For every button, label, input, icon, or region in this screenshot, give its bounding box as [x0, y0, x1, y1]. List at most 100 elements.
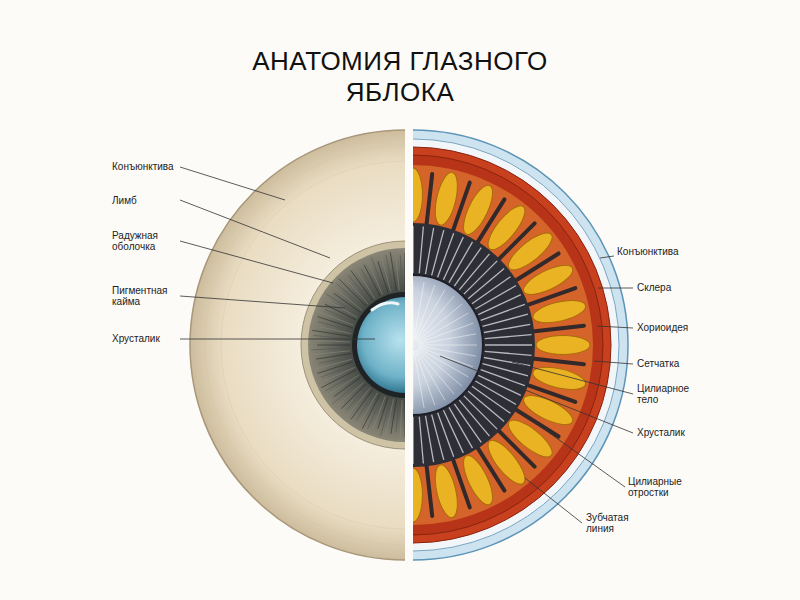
leader-line — [180, 339, 375, 340]
lens-fiber — [417, 296, 454, 340]
ciliary-process — [438, 233, 454, 277]
iris-texture — [396, 400, 399, 433]
ciliary-process — [475, 286, 516, 310]
ciliary-process — [443, 410, 463, 453]
part-label: Конъюнктива — [617, 246, 679, 257]
ciliary-fold — [530, 358, 584, 364]
leader-line — [506, 402, 625, 487]
lens — [413, 275, 483, 415]
ciliary-process — [484, 324, 530, 332]
ciliary-process — [426, 416, 434, 462]
ciliary-process — [426, 228, 434, 274]
ciliary-fold — [426, 462, 432, 516]
leader-line — [525, 478, 582, 523]
ora-serrata-lobe — [458, 452, 499, 509]
lens-fiber — [414, 351, 424, 408]
iris-texture — [400, 400, 402, 439]
ora-serrata-lobe — [531, 296, 588, 327]
retina-inner — [413, 165, 593, 525]
leader-line — [180, 200, 330, 258]
part-label: Склера — [637, 282, 671, 293]
iris-texture — [405, 400, 406, 437]
eye-section-view — [413, 130, 628, 560]
lens-fiber — [418, 349, 462, 386]
ciliary-process — [419, 226, 423, 273]
lens-fiber — [418, 348, 468, 377]
ciliary-process — [419, 417, 423, 464]
part-label: Хориоидея — [637, 322, 688, 333]
lens-fiber — [414, 282, 424, 339]
leader-line — [600, 256, 614, 258]
iris-texture — [368, 395, 383, 429]
iris-texture — [382, 258, 391, 292]
leader-line — [180, 241, 333, 283]
iris-texture — [361, 269, 378, 298]
ciliary-process — [432, 230, 444, 275]
highlight — [372, 303, 398, 310]
lens-fiber — [419, 346, 476, 356]
leader-line — [180, 296, 345, 308]
iris-texture — [391, 399, 396, 434]
ora-serrata-lobe — [458, 181, 499, 238]
leader-line — [598, 288, 633, 289]
iris-texture — [351, 389, 373, 419]
iris-texture — [362, 394, 380, 429]
ciliary-process — [438, 413, 454, 457]
ora-serrata-lobe — [520, 260, 577, 301]
sclera-ring — [221, 161, 405, 529]
part-label: Зубчатая линия — [586, 512, 641, 534]
ciliary-process — [485, 335, 532, 339]
iris-texture — [317, 311, 353, 325]
sclera — [413, 139, 619, 551]
ora-serrata-lobe — [536, 336, 590, 355]
part-label: Лимб — [112, 195, 137, 206]
iris-texture — [364, 265, 380, 296]
leader-line — [597, 326, 633, 328]
part-label: Радужная оболочка — [112, 230, 174, 252]
iris-texture — [330, 375, 359, 394]
iris-texture — [337, 382, 364, 407]
ciliary-process — [481, 370, 525, 386]
iris-texture — [334, 377, 361, 396]
iris-texture — [315, 340, 350, 342]
limbus — [301, 241, 405, 449]
iris-texture — [314, 351, 351, 355]
lens-fiber — [419, 323, 474, 343]
iris-texture — [325, 299, 357, 318]
leader-line — [594, 361, 633, 364]
diagram-title: АНАТОМИЯ ГЛАЗНОГО ЯБЛОКА — [235, 46, 565, 108]
retina — [413, 155, 603, 535]
lens-fiber — [419, 345, 477, 346]
conjunctiva — [413, 130, 628, 560]
ciliary-process — [485, 344, 532, 345]
part-label: Цилиарные отростки — [628, 476, 696, 498]
iris-texture — [317, 345, 350, 346]
lens-fiber — [419, 334, 476, 344]
iris-texture — [319, 327, 351, 334]
ora-serrata-lobe — [503, 227, 557, 276]
leader-line — [440, 356, 633, 433]
ciliary-fold — [530, 326, 584, 332]
ora-serrata-lobe — [413, 468, 422, 522]
iris-texture — [326, 294, 359, 315]
choroid — [413, 147, 611, 543]
ciliary-process — [484, 358, 530, 366]
iris-texture — [337, 283, 364, 308]
ora-serrata-lobe — [520, 390, 577, 431]
leader-line — [180, 167, 285, 200]
iris — [308, 248, 405, 442]
iris-texture — [400, 255, 402, 290]
pigment-border — [352, 292, 405, 398]
ciliary-process — [481, 304, 525, 320]
part-label: Сетчатка — [637, 358, 679, 369]
iris-texture — [312, 330, 351, 336]
iris-texture — [386, 399, 394, 435]
conjunctiva — [190, 130, 405, 560]
ciliary-process — [449, 407, 473, 448]
part-label: Конъюнктива — [112, 161, 174, 172]
sclera-ring — [205, 145, 405, 545]
ciliary-process — [443, 237, 463, 280]
iris-texture — [316, 354, 351, 359]
leader-lines — [180, 167, 633, 523]
